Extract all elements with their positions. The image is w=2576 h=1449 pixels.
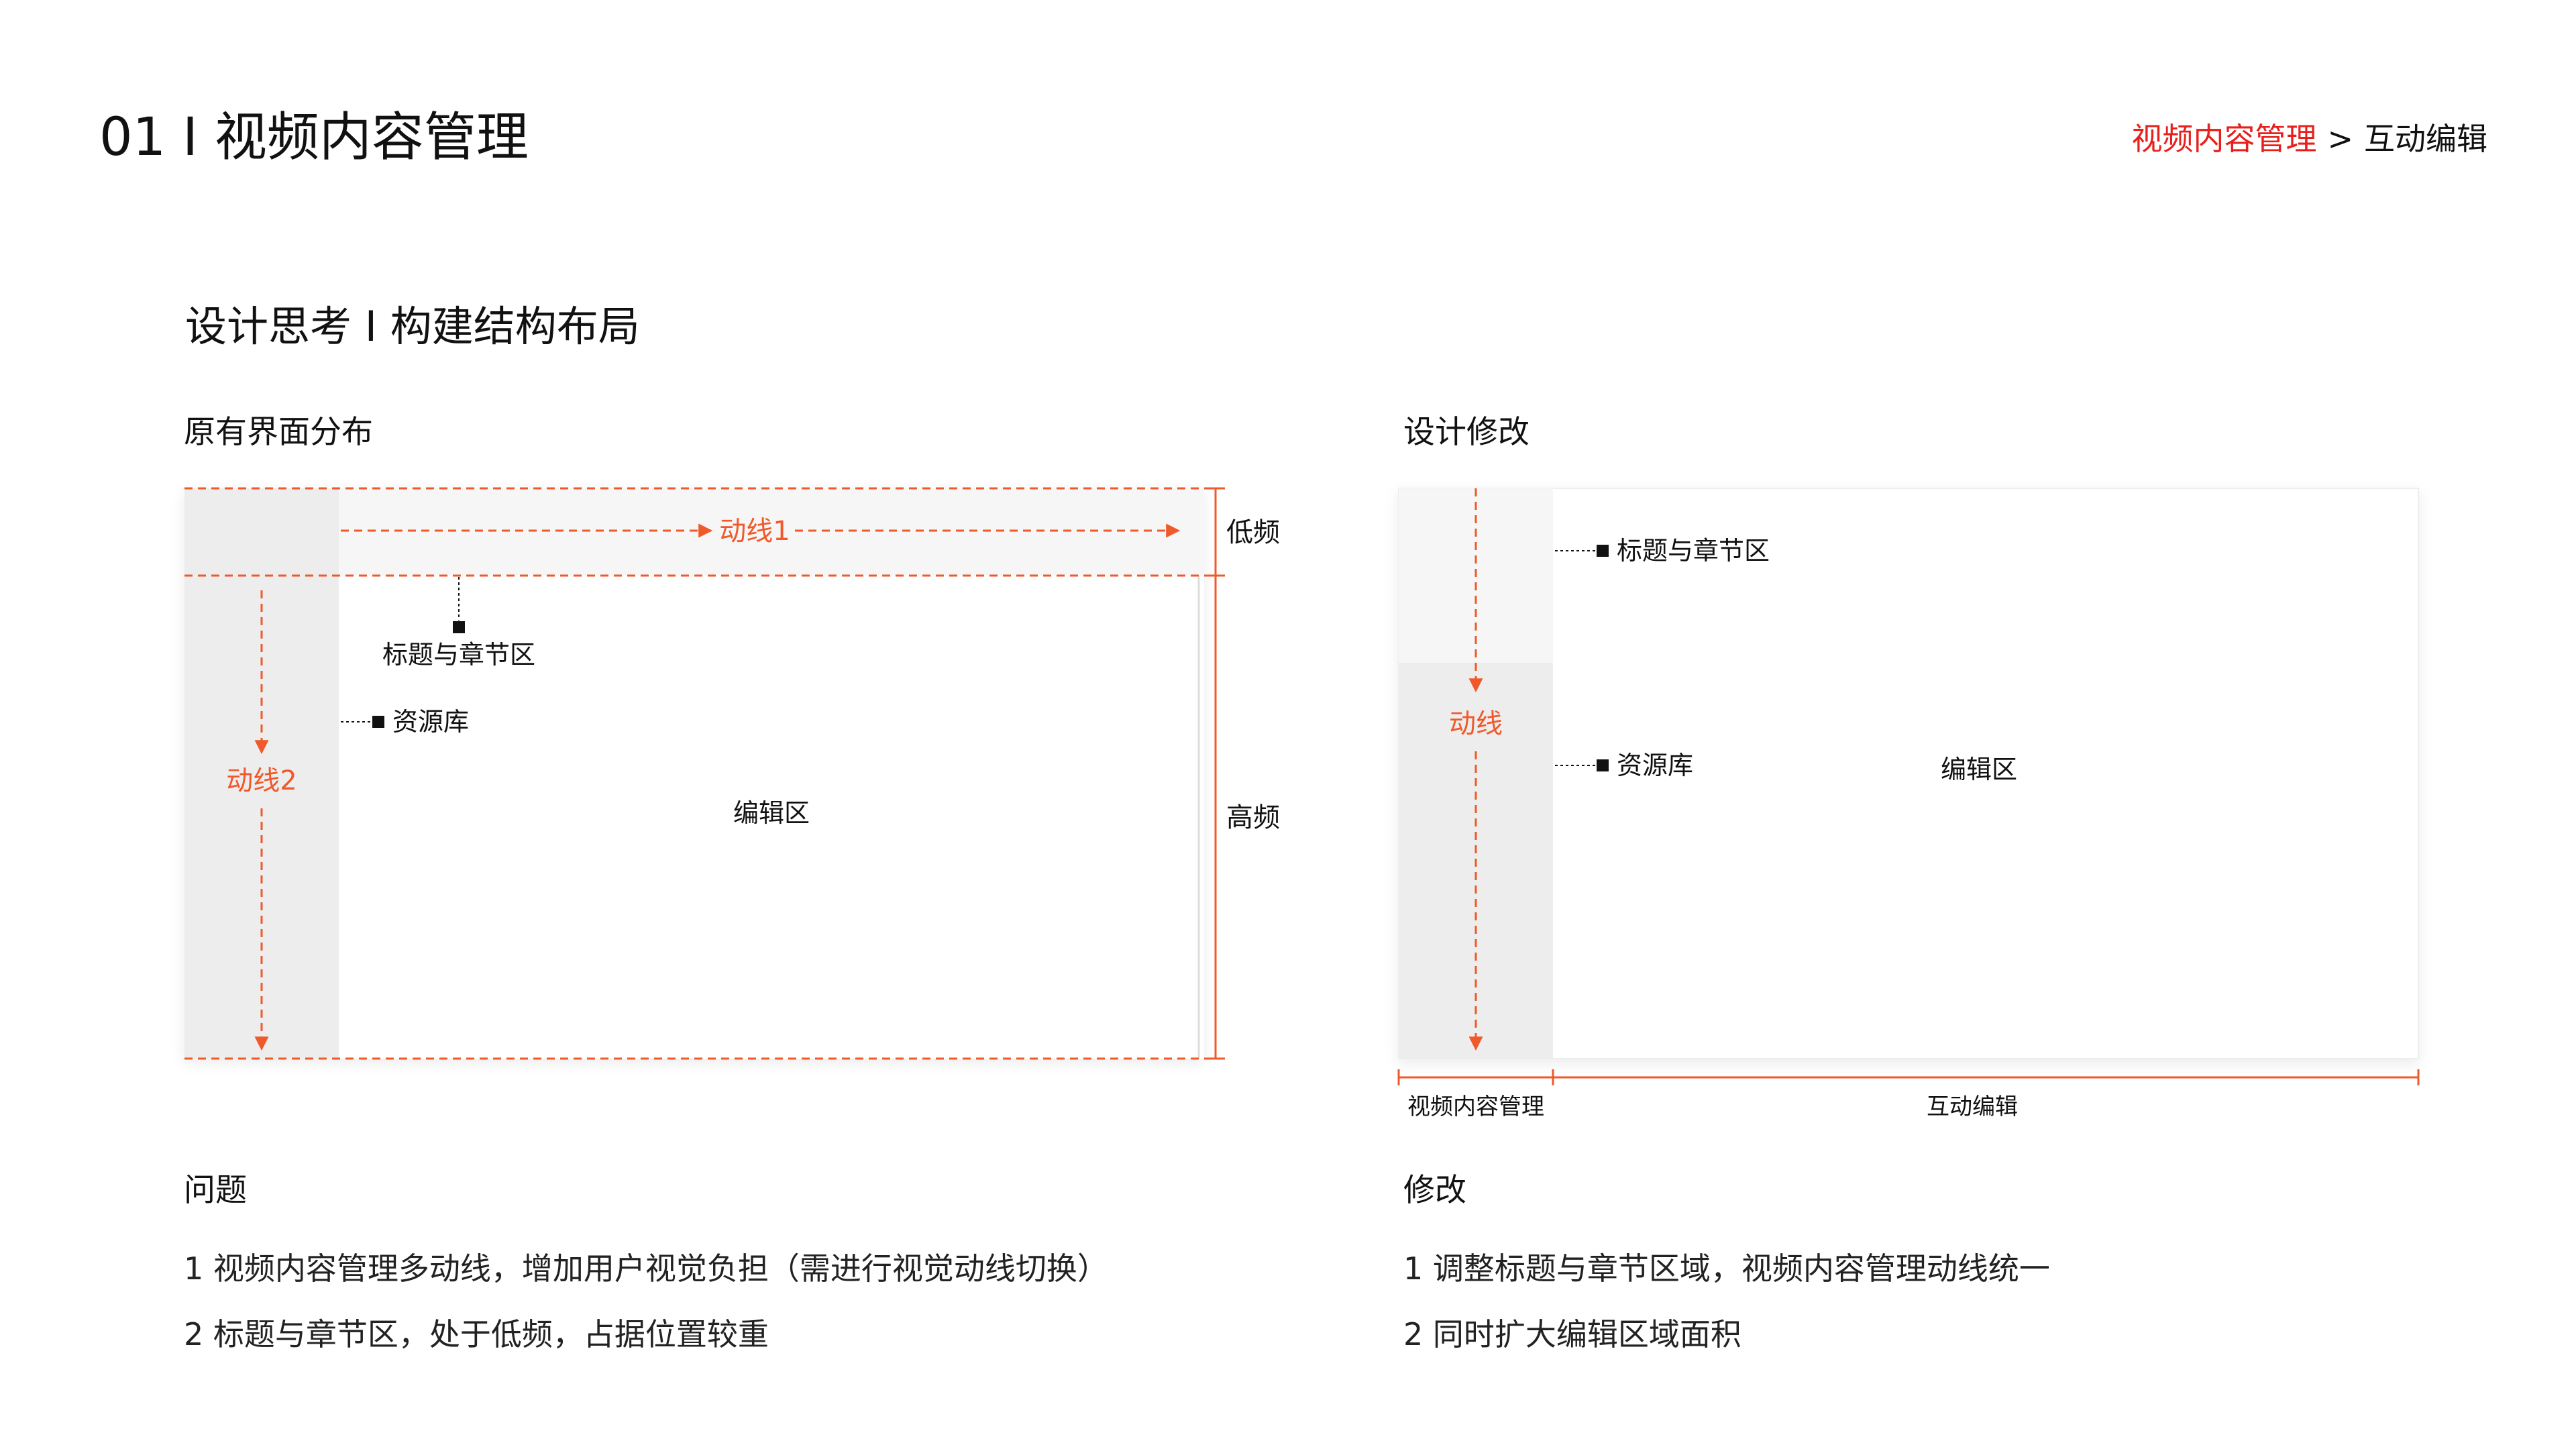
title-chapter-marker <box>453 621 465 633</box>
editor-label: 编辑区 <box>733 798 810 828</box>
resource-marker <box>372 716 384 728</box>
original-layout-diagram: 低频 高频 动线1 动线2 标题与章节区 资源库 编辑区 <box>184 487 1280 1060</box>
title-chapter-bar <box>184 488 1204 576</box>
issue-item-2: 2 标题与章节区，处于低频，占据位置较重 <box>184 1316 769 1352</box>
issue-item-1: 1 视频内容管理多动线，增加用户视觉负担（需进行视觉动线切换） <box>184 1250 1108 1287</box>
title-chapter-marker <box>1597 545 1609 557</box>
editor-label: 编辑区 <box>1941 755 2017 784</box>
high-frequency-label: 高频 <box>1226 802 1280 833</box>
fixes-heading: 修改 <box>1403 1172 1466 1209</box>
resource-label: 资源库 <box>1617 751 1693 780</box>
resource-label: 资源库 <box>392 707 469 737</box>
low-frequency-label: 低频 <box>1226 517 1280 548</box>
title-chapter-label: 标题与章节区 <box>382 640 535 669</box>
flow2-label: 动线2 <box>226 765 297 796</box>
fix-item-2: 2 同时扩大编辑区域面积 <box>1403 1316 1741 1352</box>
breadcrumb: 视频内容管理 > 互动编辑 <box>2131 115 2487 162</box>
breadcrumb-current[interactable]: 视频内容管理 <box>2131 121 2317 157</box>
page-title: 01 I 视频内容管理 <box>99 107 529 168</box>
scope-interactive-edit-label: 互动编辑 <box>1927 1093 2018 1120</box>
breadcrumb-separator: > <box>2327 121 2353 157</box>
flow-label: 动线 <box>1449 708 1503 739</box>
title-chapter-label: 标题与章节区 <box>1617 536 1770 566</box>
breadcrumb-next[interactable]: 互动编辑 <box>2364 121 2487 157</box>
redesign-frame <box>1398 488 2419 1059</box>
original-frame <box>184 488 1204 1059</box>
scope-video-content-label: 视频内容管理 <box>1407 1093 1544 1120</box>
flow1-label: 动线1 <box>719 516 790 547</box>
resource-marker <box>1597 759 1609 771</box>
redesign-heading: 设计修改 <box>1403 414 1529 451</box>
fix-item-1: 1 调整标题与章节区域，视频内容管理动线统一 <box>1403 1250 2050 1287</box>
redesign-layout-diagram: 动线 标题与章节区 资源库 编辑区 视频内容管理 互动编辑 <box>1397 488 2420 1120</box>
issues-heading: 问题 <box>184 1172 247 1209</box>
original-layout-heading: 原有界面分布 <box>184 414 373 451</box>
section-title: 设计思考 I 构建结构布局 <box>185 302 640 351</box>
